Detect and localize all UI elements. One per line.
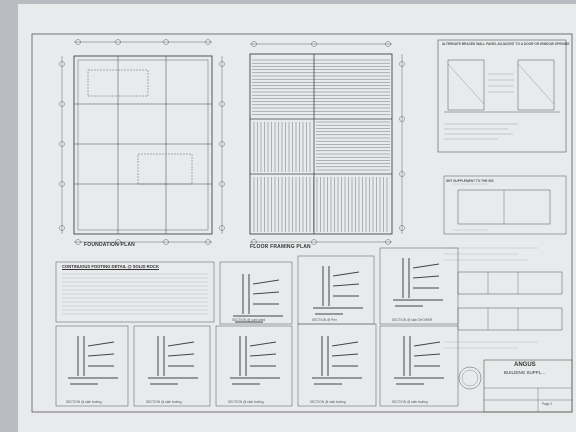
section-label: SECTION @ slab footing	[392, 400, 428, 404]
section-label: SECTION @ curb shed	[232, 318, 266, 322]
title-block	[458, 359, 573, 413]
floor-framing-plan	[249, 41, 405, 245]
braced-wall-note: ALTERNATE BRACED WALL PANEL ADJACENT TO …	[442, 42, 570, 46]
section-label: SECTION @ slab footing	[310, 400, 346, 404]
section-label: SECTION @ slab footing	[146, 400, 182, 404]
section-label: SECTION @ slab SHOWER	[392, 318, 433, 322]
section-label: SECTION @ Pier	[312, 318, 337, 322]
wall-supplement-note: SHT SUPPLEMENT TO THE IRC	[446, 179, 494, 183]
blueprint-sheet: FOUNDATION PLAN FLOOR FRAMING PLAN CONTI…	[18, 4, 576, 432]
page-label: Page 2	[542, 402, 553, 406]
wall-supplement-panel	[443, 175, 567, 349]
foundation-plan-label: FOUNDATION PLAN	[84, 242, 135, 248]
blueprint-drawing	[31, 33, 573, 413]
floor-framing-plan-label: FLOOR FRAMING PLAN	[250, 244, 311, 250]
title-block-company: ANGUS	[514, 362, 536, 368]
section-details	[55, 247, 459, 407]
section-label: SECTION @ slab footing	[66, 400, 102, 404]
foundation-plan	[59, 39, 225, 245]
continuous-footing-title: CONTINUOUS FOOTING DETAIL @ SOLID ROCK	[62, 264, 159, 269]
title-block-subtitle: BUILDING SUPPL...	[504, 370, 546, 375]
section-label: SECTION @ slab footing	[228, 400, 264, 404]
continuous-footing-box	[55, 261, 215, 323]
braced-wall-panel	[437, 39, 567, 153]
